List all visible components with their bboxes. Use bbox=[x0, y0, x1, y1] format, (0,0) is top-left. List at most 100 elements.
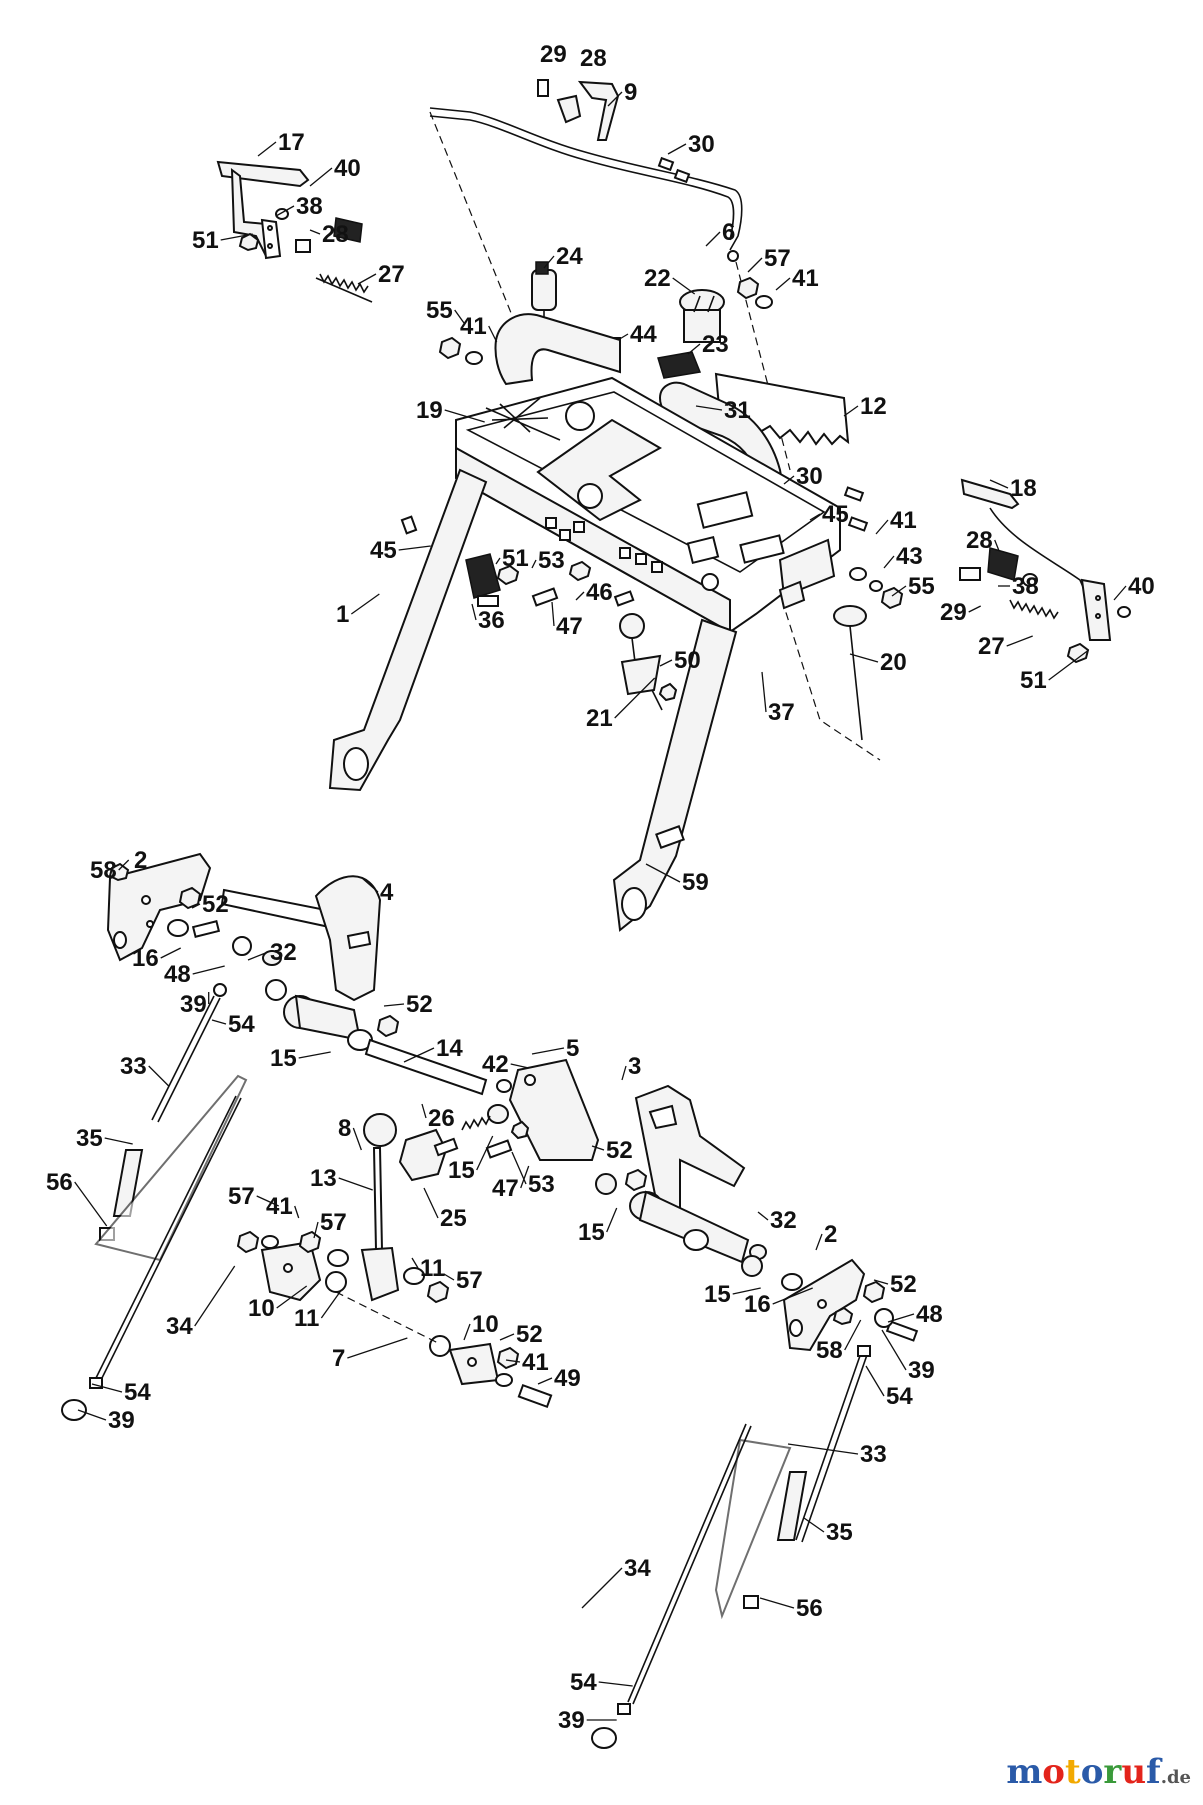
leader-line bbox=[192, 965, 225, 975]
nut-part-57-top bbox=[736, 276, 773, 309]
callout-58: 58 bbox=[816, 1337, 843, 1364]
leader-line bbox=[443, 1273, 455, 1281]
callout-10: 10 bbox=[248, 1295, 275, 1322]
leader-line bbox=[881, 1329, 907, 1371]
leader-line bbox=[298, 1051, 331, 1059]
nut-part-52-left bbox=[178, 886, 202, 910]
callout-36: 36 bbox=[478, 607, 505, 634]
callout-52: 52 bbox=[890, 1271, 917, 1298]
bolt-part-47-lower bbox=[485, 1139, 513, 1159]
callout-27: 27 bbox=[378, 261, 405, 288]
leader-line bbox=[383, 1003, 405, 1007]
leader-line bbox=[659, 659, 673, 667]
leader-line bbox=[705, 231, 721, 247]
callout-4: 4 bbox=[380, 879, 394, 906]
leader-line bbox=[989, 479, 1009, 489]
leader-line bbox=[309, 167, 333, 187]
callout-27: 27 bbox=[978, 633, 1005, 660]
leader-line bbox=[118, 859, 130, 871]
callout-15: 15 bbox=[704, 1281, 731, 1308]
leader-dash-rod-right bbox=[735, 261, 791, 471]
upper-assembly bbox=[216, 79, 1131, 932]
leader-line bbox=[148, 1065, 170, 1087]
nut-part-51-center bbox=[496, 564, 520, 586]
callout-53: 53 bbox=[528, 1171, 555, 1198]
leader-line bbox=[775, 277, 791, 291]
leader-line bbox=[1006, 635, 1033, 647]
washer-part-41-lower bbox=[495, 1373, 513, 1387]
leader-line bbox=[350, 593, 380, 615]
callout-38: 38 bbox=[1012, 573, 1039, 600]
leader-line bbox=[499, 1333, 515, 1341]
leader-line bbox=[667, 143, 687, 155]
pedal-part-18 bbox=[960, 478, 1131, 641]
callout-41: 41 bbox=[890, 507, 917, 534]
callout-42: 42 bbox=[482, 1051, 509, 1078]
bracket-part-2-left bbox=[106, 852, 212, 962]
frame-leg-part-59 bbox=[612, 618, 738, 932]
leader-line bbox=[865, 1365, 885, 1397]
callout-55: 55 bbox=[426, 297, 453, 324]
washer-part-41-top bbox=[465, 351, 483, 365]
callout-51: 51 bbox=[1020, 667, 1047, 694]
callout-16: 16 bbox=[744, 1291, 771, 1318]
callout-7: 7 bbox=[332, 1345, 345, 1372]
leader-line bbox=[463, 1323, 471, 1341]
crank-part-15-upper bbox=[265, 979, 373, 1051]
bushing-part-32-left bbox=[262, 950, 282, 966]
callout-58: 58 bbox=[90, 857, 117, 884]
callout-54: 54 bbox=[228, 1011, 255, 1038]
callout-40: 40 bbox=[1128, 573, 1155, 600]
nut-part-52-right-upper bbox=[624, 1168, 648, 1192]
callout-12: 12 bbox=[860, 393, 887, 420]
bracket-part-2-right bbox=[782, 1258, 866, 1352]
callout-51: 51 bbox=[192, 227, 219, 254]
leader-line bbox=[543, 255, 555, 269]
leader-line bbox=[875, 519, 889, 535]
callout-57: 57 bbox=[456, 1267, 483, 1294]
callout-11: 11 bbox=[420, 1255, 445, 1282]
leader-line bbox=[257, 141, 277, 157]
watermark-suffix: .de bbox=[1160, 1767, 1191, 1788]
leader-line bbox=[757, 1211, 769, 1221]
leader-line bbox=[621, 1065, 627, 1081]
nut-part-52-upper bbox=[376, 1014, 400, 1038]
callout-19: 19 bbox=[416, 397, 443, 424]
leader-line bbox=[160, 947, 181, 959]
watermark-letter: u bbox=[1121, 1752, 1147, 1792]
leader-line bbox=[423, 1187, 439, 1219]
callout-54: 54 bbox=[570, 1669, 597, 1696]
leader-line bbox=[320, 1289, 342, 1319]
leader-line bbox=[531, 1047, 565, 1055]
leader-line bbox=[471, 603, 477, 621]
control-lever-part-13 bbox=[360, 1113, 400, 1302]
callout-49: 49 bbox=[554, 1365, 581, 1392]
leader-line bbox=[347, 1337, 408, 1359]
callout-30: 30 bbox=[796, 463, 823, 490]
leader-line bbox=[783, 475, 795, 485]
callout-45: 45 bbox=[822, 501, 849, 528]
callout-35: 35 bbox=[76, 1125, 103, 1152]
leader-line bbox=[672, 277, 696, 295]
nut-part-52-right bbox=[862, 1280, 886, 1304]
knob-part-25 bbox=[398, 1128, 459, 1182]
shaft-part-14 bbox=[364, 1038, 488, 1096]
rod-part-34-left bbox=[61, 1095, 242, 1421]
bolt-part-30-top bbox=[657, 156, 691, 184]
bolt-part-45-right bbox=[847, 516, 869, 532]
callout-33: 33 bbox=[860, 1441, 887, 1468]
nut-part-58-left bbox=[108, 862, 130, 882]
sleeve-part-35-right bbox=[776, 1471, 808, 1541]
leader-line bbox=[843, 405, 859, 417]
callout-32: 32 bbox=[770, 1207, 797, 1234]
callout-38: 38 bbox=[296, 193, 323, 220]
watermark-letter: r bbox=[1103, 1752, 1122, 1792]
callout-48: 48 bbox=[164, 961, 191, 988]
leader-line bbox=[617, 333, 629, 341]
brand-watermark: motoruf.de bbox=[1006, 1752, 1191, 1792]
callout-54: 54 bbox=[124, 1379, 151, 1406]
leader-line bbox=[598, 1681, 633, 1687]
callout-30: 30 bbox=[688, 131, 715, 158]
leader-line bbox=[247, 951, 269, 961]
nut-part-58-right bbox=[832, 1306, 854, 1326]
